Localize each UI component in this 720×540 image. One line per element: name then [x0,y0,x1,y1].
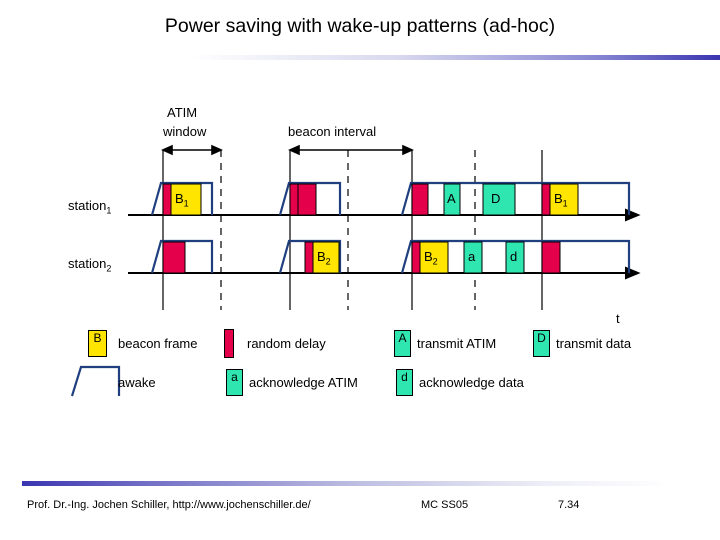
block-acknowledge-data [505,241,525,274]
time-axis-label: t [616,311,620,326]
legend-glyph-transmit-atim: A [398,331,407,345]
legend-swatch-beacon-frame: B [88,330,107,357]
legend-label-awake: awake [118,375,156,390]
station1-axis-label: station1 [68,198,111,219]
block-label-beacon-b1-b: B1 [554,191,568,209]
block-label-beacon-b1-a: B1 [175,191,189,209]
block-random-delay [541,241,561,274]
legend-label-acknowledge-data: acknowledge data [419,375,524,390]
grid-lines-dashed [220,150,476,310]
block-beacon [312,241,340,274]
atim-window-label-line1: ATIM [167,105,198,120]
legend-label-transmit-atim: transmit ATIM [417,336,497,351]
block-random-delay [541,183,551,216]
legend-label-acknowledge-atim: acknowledge ATIM [249,375,358,390]
footer-page-number: 7.34 [558,499,580,511]
station1-blocks [162,183,579,216]
block-beacon [419,241,449,274]
station1-awake-envelope-2 [278,181,342,216]
legend-swatch-transmit-data: D [533,330,550,357]
legend-label-random-delay: random delay [247,336,326,351]
station2-name: station [68,256,107,271]
legend-swatch-transmit-atim: A [394,330,411,357]
legend-glyph-acknowledge-data: d [401,370,408,384]
block-random-delay [304,241,314,274]
legend-label-transmit-data: transmit data [556,336,632,351]
block-beacon [549,183,579,216]
block-random-delay [289,183,299,216]
block-label-beacon-b2-b: B2 [424,249,438,267]
block-label-acknowledge-atim: a [468,249,476,264]
grid-lines [162,150,543,310]
block-label-beacon-b2-a: B2 [317,249,331,267]
legend-glyph-transmit-data: D [537,331,546,345]
station1-awake-envelope-1 [150,181,214,216]
block-label-acknowledge-data: d [510,249,518,264]
footer-course: MC SS05 [421,499,469,511]
station2-index: 2 [106,263,112,274]
legend-swatch-acknowledge-atim: a [226,369,243,396]
atim-window-label-line2: window [163,124,207,139]
block-random-delay [162,241,186,274]
legend-swatch-random-delay [224,329,234,358]
station2-blocks [162,241,561,274]
block-transmit-atim [443,183,461,216]
block-label-transmit-atim: A [447,191,456,206]
station1-awake-envelope-3 [400,181,631,216]
atim-window-arrow [161,144,223,156]
page-title: Power saving with wake-up patterns (ad-h… [164,15,556,37]
block-random-delay [297,183,317,216]
station2-awake-envelope-2 [278,239,342,274]
block-transmit-data [482,183,516,216]
beacon-interval-arrow [288,144,414,156]
title-divider [72,55,720,60]
block-acknowledge-atim [463,241,483,274]
station2-awake-envelope-3 [400,239,631,274]
legend-glyph-beacon-frame: B [93,331,102,345]
station2-awake-envelope-1 [150,239,214,274]
legend-label-beacon-frame: beacon frame [118,336,198,351]
block-random-delay [162,183,172,216]
block-random-delay [411,183,429,216]
block-random-delay [411,241,421,274]
legend-glyph-acknowledge-atim: a [231,370,238,384]
station2-axis-label: station2 [68,256,111,277]
station1-name: station [68,198,107,213]
block-label-transmit-data: D [491,191,501,206]
block-beacon [170,183,202,216]
legend-swatch-acknowledge-data: d [396,369,413,396]
beacon-interval-label: beacon interval [288,124,377,139]
footer-author: Prof. Dr.-Ing. Jochen Schiller, http://w… [27,499,311,511]
station2-time-axis [128,266,641,280]
station1-index: 1 [106,205,112,216]
footer-divider [22,481,672,486]
